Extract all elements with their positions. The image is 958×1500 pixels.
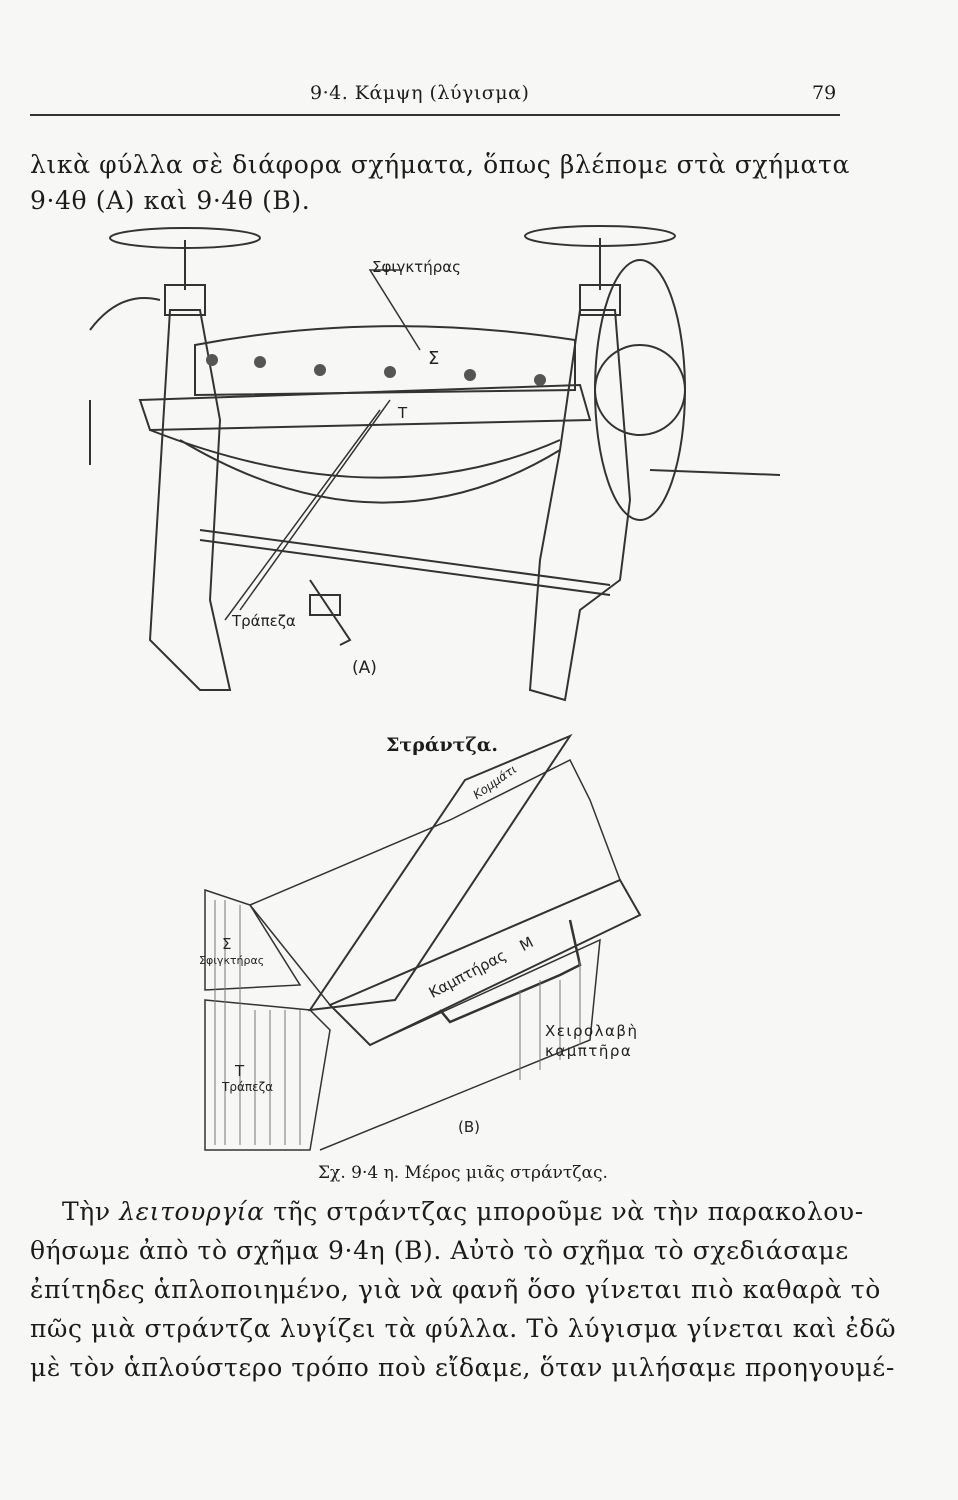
figure-b-title: Στράντζα. xyxy=(386,734,498,756)
figure-b-bender-drawing xyxy=(204,733,642,1151)
paragraph-line: Τὴν λειτουργία τῆς στράντζας μποροῦμε νὰ… xyxy=(62,1197,864,1226)
paragraph-line: μὲ τὸν ἁπλούστερο τρόπο ποὺ εἴδαμε, ὅταν… xyxy=(30,1353,895,1382)
running-header: 9·4. Κάμψη (λύγισμα) xyxy=(310,82,530,104)
label-handle-2: καμπτῆρα xyxy=(545,1042,633,1060)
paragraph-line: ἐπίτηδες ἁπλοποιημένο, γιὰ νὰ φανῆ ὅσο γ… xyxy=(30,1275,881,1304)
label-table: Τράπεζα xyxy=(232,612,296,630)
page-number: 79 xyxy=(812,82,837,104)
emphasis-term: λειτουργία xyxy=(119,1197,265,1226)
header-rule xyxy=(30,114,840,116)
paragraph-rest: τῆς στράντζας μποροῦμε νὰ τὴν παρακολου- xyxy=(264,1197,864,1226)
paragraph-line: πῶς μιὰ στράντζα λυγίζει τὰ φύλλα. Τὸ λύ… xyxy=(30,1314,897,1343)
label-b-table: Τράπεζα xyxy=(222,1080,274,1094)
figure-a-machine-drawing xyxy=(89,225,781,702)
intro-line: 9·4θ (A) καὶ 9·4θ (B). xyxy=(30,186,311,215)
label-b-clamp-letter: Σ xyxy=(222,935,232,953)
label-clamp-letter: Σ xyxy=(428,348,440,369)
intro-line: λικὰ φύλλα σὲ διάφορα σχήματα, ὅπως βλέπ… xyxy=(30,150,850,179)
paragraph-line: θήσωμε ἀπὸ τὸ σχῆμα 9·4η (B). Αὐτὸ τὸ σχ… xyxy=(30,1236,849,1265)
panel-label-b: (B) xyxy=(458,1118,480,1136)
label-b-table-letter: Τ xyxy=(235,1062,245,1080)
paragraph-start: Τὴν xyxy=(62,1197,120,1226)
figure-caption: Σχ. 9·4 η. Μέρος μιᾶς στράντζας. xyxy=(318,1163,608,1183)
panel-label-a: (A) xyxy=(352,658,377,678)
label-clamp: Σφιγκτήρας xyxy=(372,258,461,276)
label-table-letter: Τ xyxy=(398,404,408,422)
label-b-clamp: Σφιγκτήρας xyxy=(199,954,265,967)
label-handle-1: Χειρολαβὴ xyxy=(545,1022,639,1040)
